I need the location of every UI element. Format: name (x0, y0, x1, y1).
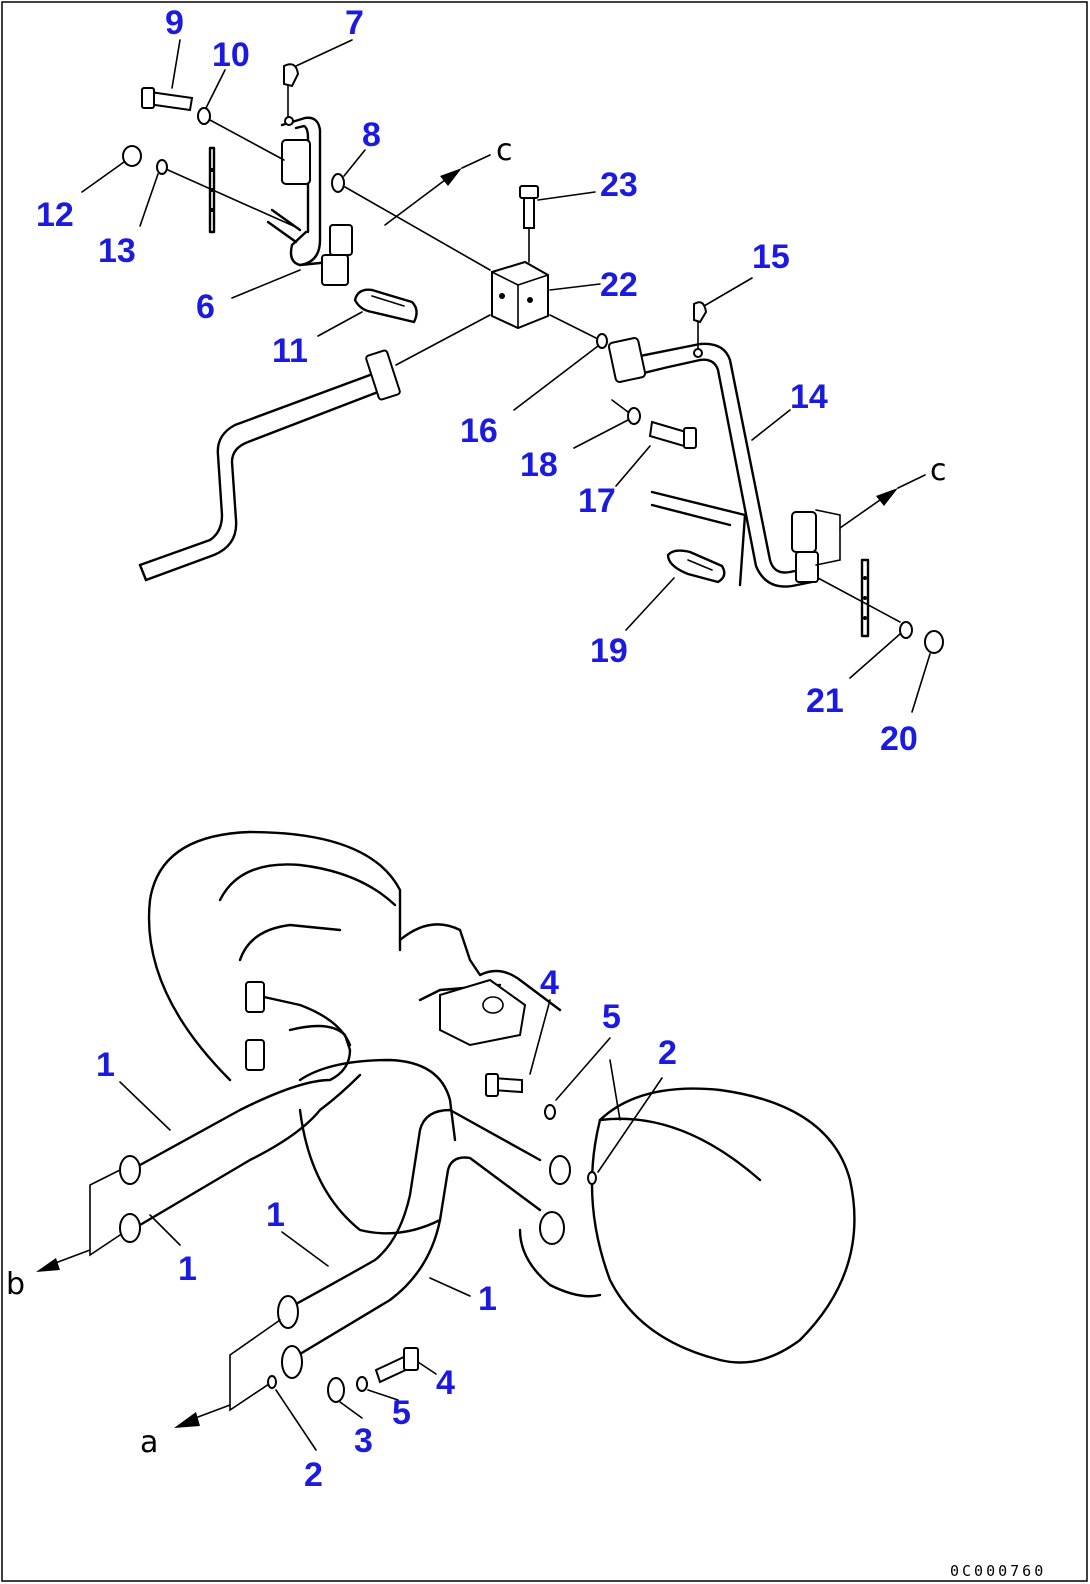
callout-labels: 9 10 7 8 12 13 6 11 23 22 15 14 16 18 17… (36, 4, 918, 1494)
bolt-4-front (403, 1347, 419, 1371)
callout-2-rear: 2 (658, 1034, 677, 1072)
o-ring-2-rear (587, 1171, 597, 1185)
washer-21 (899, 621, 913, 639)
washer-5-rear (544, 1104, 556, 1120)
bolt-9-head (141, 87, 155, 109)
callout-13: 13 (98, 232, 136, 270)
bolt-17-head (683, 427, 697, 449)
callout-5-front: 5 (392, 1394, 411, 1432)
callout-20: 20 (880, 720, 918, 758)
callout-4-rear: 4 (540, 964, 559, 1002)
axle-center-bracket (439, 978, 527, 1047)
drawing-code: 0C000760 (950, 1562, 1046, 1580)
washer-10 (197, 107, 211, 125)
hose-end-lower (119, 1213, 141, 1243)
ref-letter-a: a (140, 1425, 158, 1460)
callout-18: 18 (520, 446, 558, 484)
callout-5-rear: 5 (602, 998, 621, 1036)
washer-13 (156, 159, 168, 175)
ref-letter-c-top: c (496, 133, 513, 168)
callout-9: 9 (165, 4, 184, 42)
reference-letters: c c b a (6, 133, 947, 1460)
ref-letter-c-right: c (930, 453, 947, 488)
o-ring-2-front (267, 1375, 277, 1389)
right-fitting-lower (539, 1211, 565, 1245)
callout-12: 12 (36, 196, 74, 234)
right-tube-lower-flange (791, 511, 817, 553)
washer-5-front (356, 1376, 368, 1392)
hose-end-upper (119, 1155, 141, 1185)
callout-21: 21 (806, 682, 844, 720)
bolt-23-head (519, 185, 539, 199)
callout-8: 8 (362, 116, 381, 154)
left-tube-flange (365, 349, 401, 401)
bracket-flange-upper (281, 139, 311, 185)
callout-17: 17 (578, 482, 616, 520)
bracket-flange-mid (329, 224, 353, 256)
callout-1-right: 1 (478, 1280, 497, 1318)
front-hose-end-upper (277, 1295, 299, 1329)
nut-12 (122, 145, 142, 167)
flange-half-3 (327, 1377, 345, 1403)
callout-10: 10 (212, 36, 250, 74)
callout-4-front: 4 (436, 1364, 455, 1402)
front-hose-end-lower (281, 1345, 303, 1379)
callout-1-front: 1 (266, 1196, 285, 1234)
bracket-flange-lower (321, 254, 349, 286)
hose-fitting-top (245, 981, 265, 1013)
callout-1-lower-left: 1 (178, 1250, 197, 1288)
right-tube-flange (607, 337, 647, 383)
ref-letter-b: b (6, 1267, 25, 1302)
callout-1-upper-left: 1 (96, 1046, 115, 1084)
o-ring-8 (331, 173, 345, 193)
lower-axle-assembly (36, 830, 856, 1451)
right-fitting-upper (549, 1155, 571, 1185)
callout-22: 22 (600, 266, 638, 304)
upper-tube-assembly (81, 39, 944, 713)
callout-19: 19 (590, 632, 628, 670)
o-ring-16 (596, 333, 608, 349)
bolt-4-rear (485, 1073, 499, 1097)
callout-14: 14 (790, 378, 828, 416)
callout-7: 7 (345, 4, 364, 42)
callout-23: 23 (600, 166, 638, 204)
callout-15: 15 (752, 238, 790, 276)
hose-fitting-mid (245, 1039, 265, 1071)
callout-16: 16 (460, 412, 498, 450)
callout-11: 11 (272, 332, 308, 370)
callout-6: 6 (196, 288, 215, 326)
callout-2-front: 2 (304, 1456, 323, 1494)
callout-3: 3 (354, 1422, 373, 1460)
right-tube-clamp (795, 551, 819, 583)
washer-18 (627, 407, 641, 425)
nut-20 (924, 630, 944, 654)
